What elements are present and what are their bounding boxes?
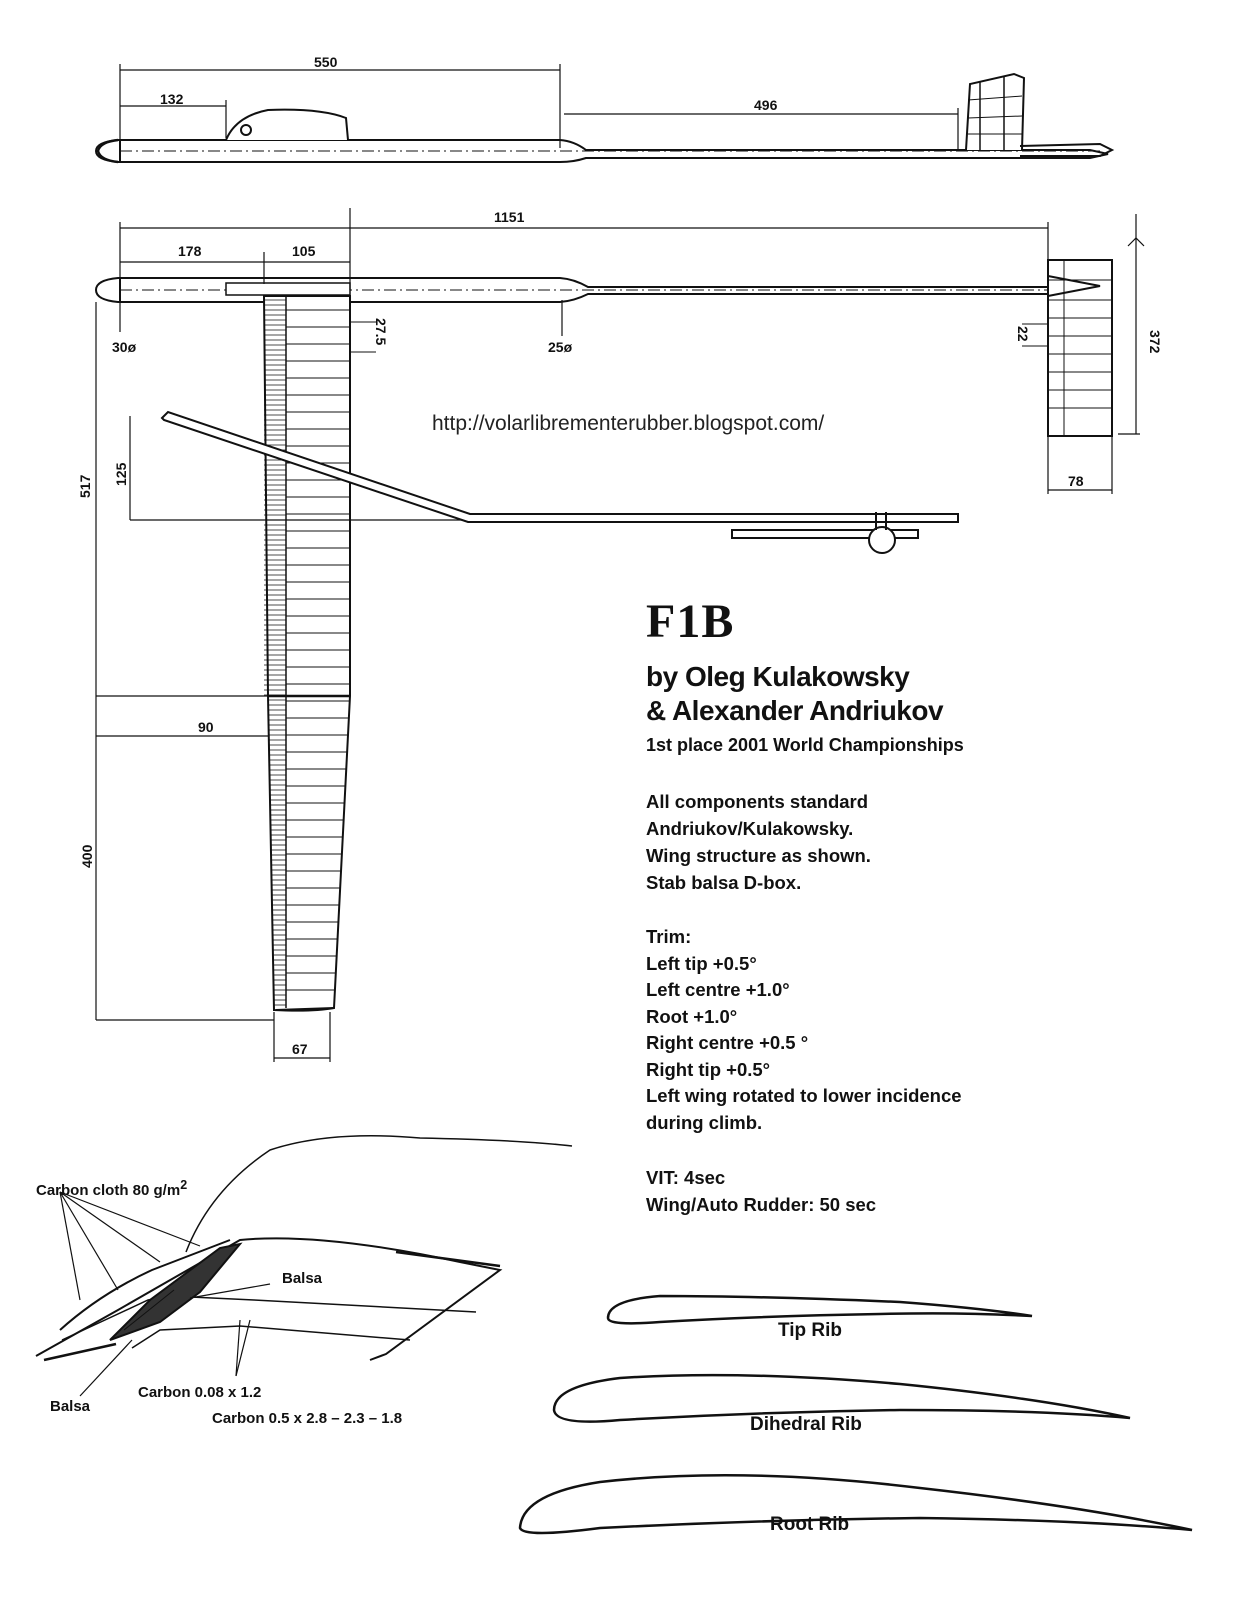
dim-78: 78 bbox=[1068, 473, 1084, 489]
trim-item: Root +1.0° bbox=[646, 1005, 738, 1027]
timing-dt: Wing/Auto Rudder: 50 sec bbox=[646, 1194, 877, 1215]
author-line-2: & Alexander Andriukov bbox=[646, 695, 944, 726]
root-rib-profile bbox=[518, 1474, 1193, 1535]
trim-item: Left wing rotated to lower incidence bbox=[646, 1085, 962, 1106]
trim-heading: Trim: bbox=[646, 926, 692, 947]
dim-1151: 1151 bbox=[494, 209, 525, 225]
note-line: Andriukov/Kulakowsky. bbox=[646, 818, 854, 839]
rib-profiles bbox=[518, 1294, 1193, 1535]
wing-dims bbox=[95, 302, 466, 1062]
wing-planform bbox=[262, 295, 351, 1012]
trim-item: Left centre +1.0° bbox=[646, 979, 790, 1000]
trim-item: Right tip +0.5° bbox=[646, 1058, 771, 1080]
dihedral-rib-label: Dihedral Rib bbox=[750, 1414, 862, 1435]
callout-carbon-cloth-sup: 2 bbox=[180, 1178, 188, 1192]
tip-rib-label: Tip Rib bbox=[778, 1320, 843, 1341]
dim-67: 67 bbox=[292, 1041, 308, 1057]
dim-132: 132 bbox=[160, 91, 184, 107]
trim-item: during climb. bbox=[646, 1111, 763, 1133]
top-view bbox=[94, 208, 1145, 494]
dim-372: 372 bbox=[1147, 330, 1163, 354]
dim-27-5: 27.5 bbox=[373, 318, 389, 345]
trim-settings: Trim: Left tip +0.5° Left centre +1.0° R… bbox=[646, 924, 962, 1136]
dihedral-rib-profile bbox=[552, 1373, 1131, 1423]
dim-90: 90 bbox=[198, 719, 214, 735]
callout-balsa-top: Balsa bbox=[282, 1270, 323, 1287]
dim-400: 400 bbox=[79, 844, 95, 868]
authors: by Oleg Kulakowsky & Alexander Andriukov bbox=[646, 660, 944, 728]
dim-550: 550 bbox=[314, 54, 338, 70]
award: 1st place 2001 World Championships bbox=[646, 735, 964, 755]
tip-rib-profile bbox=[606, 1294, 1033, 1325]
dim-nose-dia: 30ø bbox=[112, 339, 137, 355]
dim-boom-dia: 25ø bbox=[548, 339, 573, 355]
callout-carbon-thin: Carbon 0.08 x 1.2 bbox=[138, 1384, 262, 1401]
trim-item: Left tip +0.5° bbox=[646, 952, 757, 974]
dim-105: 105 bbox=[292, 243, 316, 259]
dim-22: 22 bbox=[1015, 326, 1031, 342]
plan-title: F1B bbox=[646, 595, 735, 648]
dim-517: 517 bbox=[77, 474, 93, 498]
wing-structure-detail bbox=[35, 1134, 573, 1397]
construction-notes: All components standard Andriukov/Kulako… bbox=[646, 788, 871, 896]
trim-item: Right centre +0.5 ° bbox=[646, 1032, 809, 1053]
note-line: All components standard bbox=[646, 791, 869, 812]
front-view bbox=[160, 410, 959, 554]
note-line: Wing structure as shown. bbox=[646, 845, 871, 866]
callout-carbon-cloth: Carbon cloth 80 g/m2 bbox=[36, 1178, 187, 1199]
author-line-1: by Oleg Kulakowsky bbox=[646, 661, 910, 692]
timing-vit: VIT: 4sec bbox=[646, 1167, 726, 1188]
note-line: Stab balsa D-box. bbox=[646, 872, 802, 893]
timing-settings: VIT: 4sec Wing/Auto Rudder: 50 sec bbox=[646, 1164, 876, 1218]
dim-125: 125 bbox=[113, 462, 129, 486]
root-rib-label: Root Rib bbox=[770, 1514, 850, 1535]
dim-178: 178 bbox=[178, 243, 202, 259]
callout-carbon-cloth-text: Carbon cloth 80 g/m bbox=[36, 1182, 181, 1199]
dim-496: 496 bbox=[754, 97, 778, 113]
side-view bbox=[94, 64, 1115, 164]
callout-carbon-spar: Carbon 0.5 x 2.8 – 2.3 – 1.8 bbox=[212, 1410, 403, 1427]
watermark-url: http://volarlibrementerubber.blogspot.co… bbox=[432, 412, 825, 435]
callout-balsa-left: Balsa bbox=[50, 1398, 91, 1415]
